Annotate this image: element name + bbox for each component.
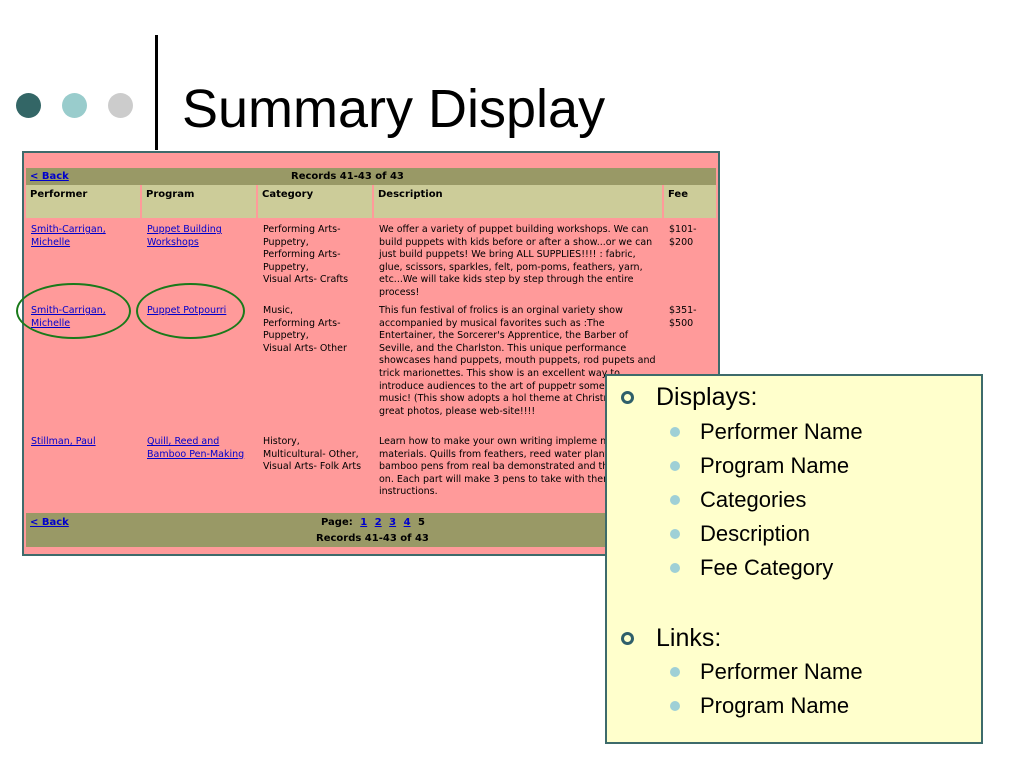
back-link-bottom[interactable]: < Back [30, 517, 69, 528]
bullet-panel: Displays: Performer Name Program Name Ca… [605, 374, 983, 744]
page-current-5: 5 [418, 517, 426, 528]
results-screenshot: < Back Records 41-43 of 43 Performer Pro… [22, 151, 720, 556]
category-line: Visual Arts- Folk Arts [263, 461, 362, 473]
row3-performer-link[interactable]: Stillman, Paul [31, 436, 96, 447]
col-header-program: Program [142, 185, 256, 218]
dot-bullet-icon [670, 667, 680, 677]
col-header-category: Category [258, 185, 372, 218]
dot-gray [108, 93, 133, 118]
dot-bullet-icon [670, 495, 680, 505]
category-line: Performing Arts- [263, 249, 341, 261]
row2-category: Music, Performing Arts- Puppetry, Visual… [259, 305, 373, 355]
dot-dark [16, 93, 41, 118]
row3-description: Learn how to make your own writing imple… [379, 436, 656, 498]
row1-category: Performing Arts- Puppetry, Performing Ar… [259, 224, 373, 287]
category-line: History, [263, 436, 300, 447]
highlight-oval-performer [16, 283, 131, 339]
page-link-4[interactable]: 4 [403, 517, 411, 528]
top-nav-bar: < Back Records 41-43 of 43 [26, 168, 716, 185]
ring-bullet-icon [621, 632, 634, 645]
category-line: Puppetry, [263, 261, 309, 273]
category-line: Multicultural- Other, [263, 448, 359, 460]
dot-bullet-icon [670, 563, 680, 573]
dot-bullet-icon [670, 427, 680, 437]
col-header-fee: Fee [664, 185, 716, 218]
records-count: Records 41-43 of 43 [291, 171, 404, 182]
category-line: Music, [263, 305, 294, 316]
category-line: Visual Arts- Crafts [263, 274, 349, 286]
links-heading: Links: [656, 624, 722, 652]
fee-line: $351- [669, 305, 697, 316]
links-item: Program Name [700, 693, 850, 718]
page-label: Page: [321, 517, 353, 528]
row3-program-link[interactable]: Quill, Reed and Bamboo Pen-Making [147, 436, 245, 460]
dot-teal [62, 93, 87, 118]
row2-description: This fun festival of frolics is an orgin… [379, 305, 656, 417]
category-line: Puppetry, [263, 330, 309, 342]
displays-item: Performer Name [700, 419, 863, 444]
dot-bullet-icon [670, 529, 680, 539]
row3-category: History, Multicultural- Other, Visual Ar… [259, 436, 375, 474]
dot-bullet-icon [670, 701, 680, 711]
dot-bullet-icon [670, 461, 680, 471]
fee-line: $200 [669, 236, 694, 248]
row1-fee: $101- $200 [665, 224, 718, 249]
bottom-nav-bar: < Back Page: 1 2 3 4 5 Records 41-43 of … [26, 513, 716, 547]
highlight-oval-program [136, 283, 245, 339]
displays-item: Description [700, 521, 811, 546]
title-dots [16, 93, 133, 118]
displays-item: Fee Category [700, 555, 834, 580]
links-item: Performer Name [700, 659, 863, 684]
row2-fee: $351- $500 [665, 305, 718, 330]
ring-bullet-icon [621, 391, 634, 404]
displays-item: Categories [700, 487, 807, 512]
category-line: Performing Arts- [263, 317, 341, 329]
page-link-1[interactable]: 1 [360, 517, 368, 528]
fee-line: $500 [669, 317, 694, 329]
page-link-3[interactable]: 3 [389, 517, 397, 528]
fee-line: $101- [669, 224, 697, 235]
records-count-bottom: Records 41-43 of 43 [316, 533, 429, 544]
col-header-performer: Performer [26, 185, 140, 218]
displays-item: Program Name [700, 453, 850, 478]
displays-heading: Displays: [656, 383, 758, 411]
back-link[interactable]: < Back [30, 171, 69, 182]
row1-performer-link[interactable]: Smith-Carrigan, Michelle [31, 224, 106, 248]
row1-description: We offer a variety of puppet building wo… [379, 224, 653, 298]
page-link-2[interactable]: 2 [374, 517, 382, 528]
category-line: Performing Arts- [263, 224, 341, 235]
row1-program-link[interactable]: Puppet Building Workshops [147, 224, 222, 248]
category-line: Puppetry, [263, 236, 309, 248]
title-divider [155, 35, 158, 150]
category-line: Visual Arts- Other [263, 342, 347, 354]
slide-title: Summary Display [182, 79, 606, 139]
pagination: Page: 1 2 3 4 5 [321, 517, 425, 528]
col-header-description: Description [374, 185, 662, 218]
